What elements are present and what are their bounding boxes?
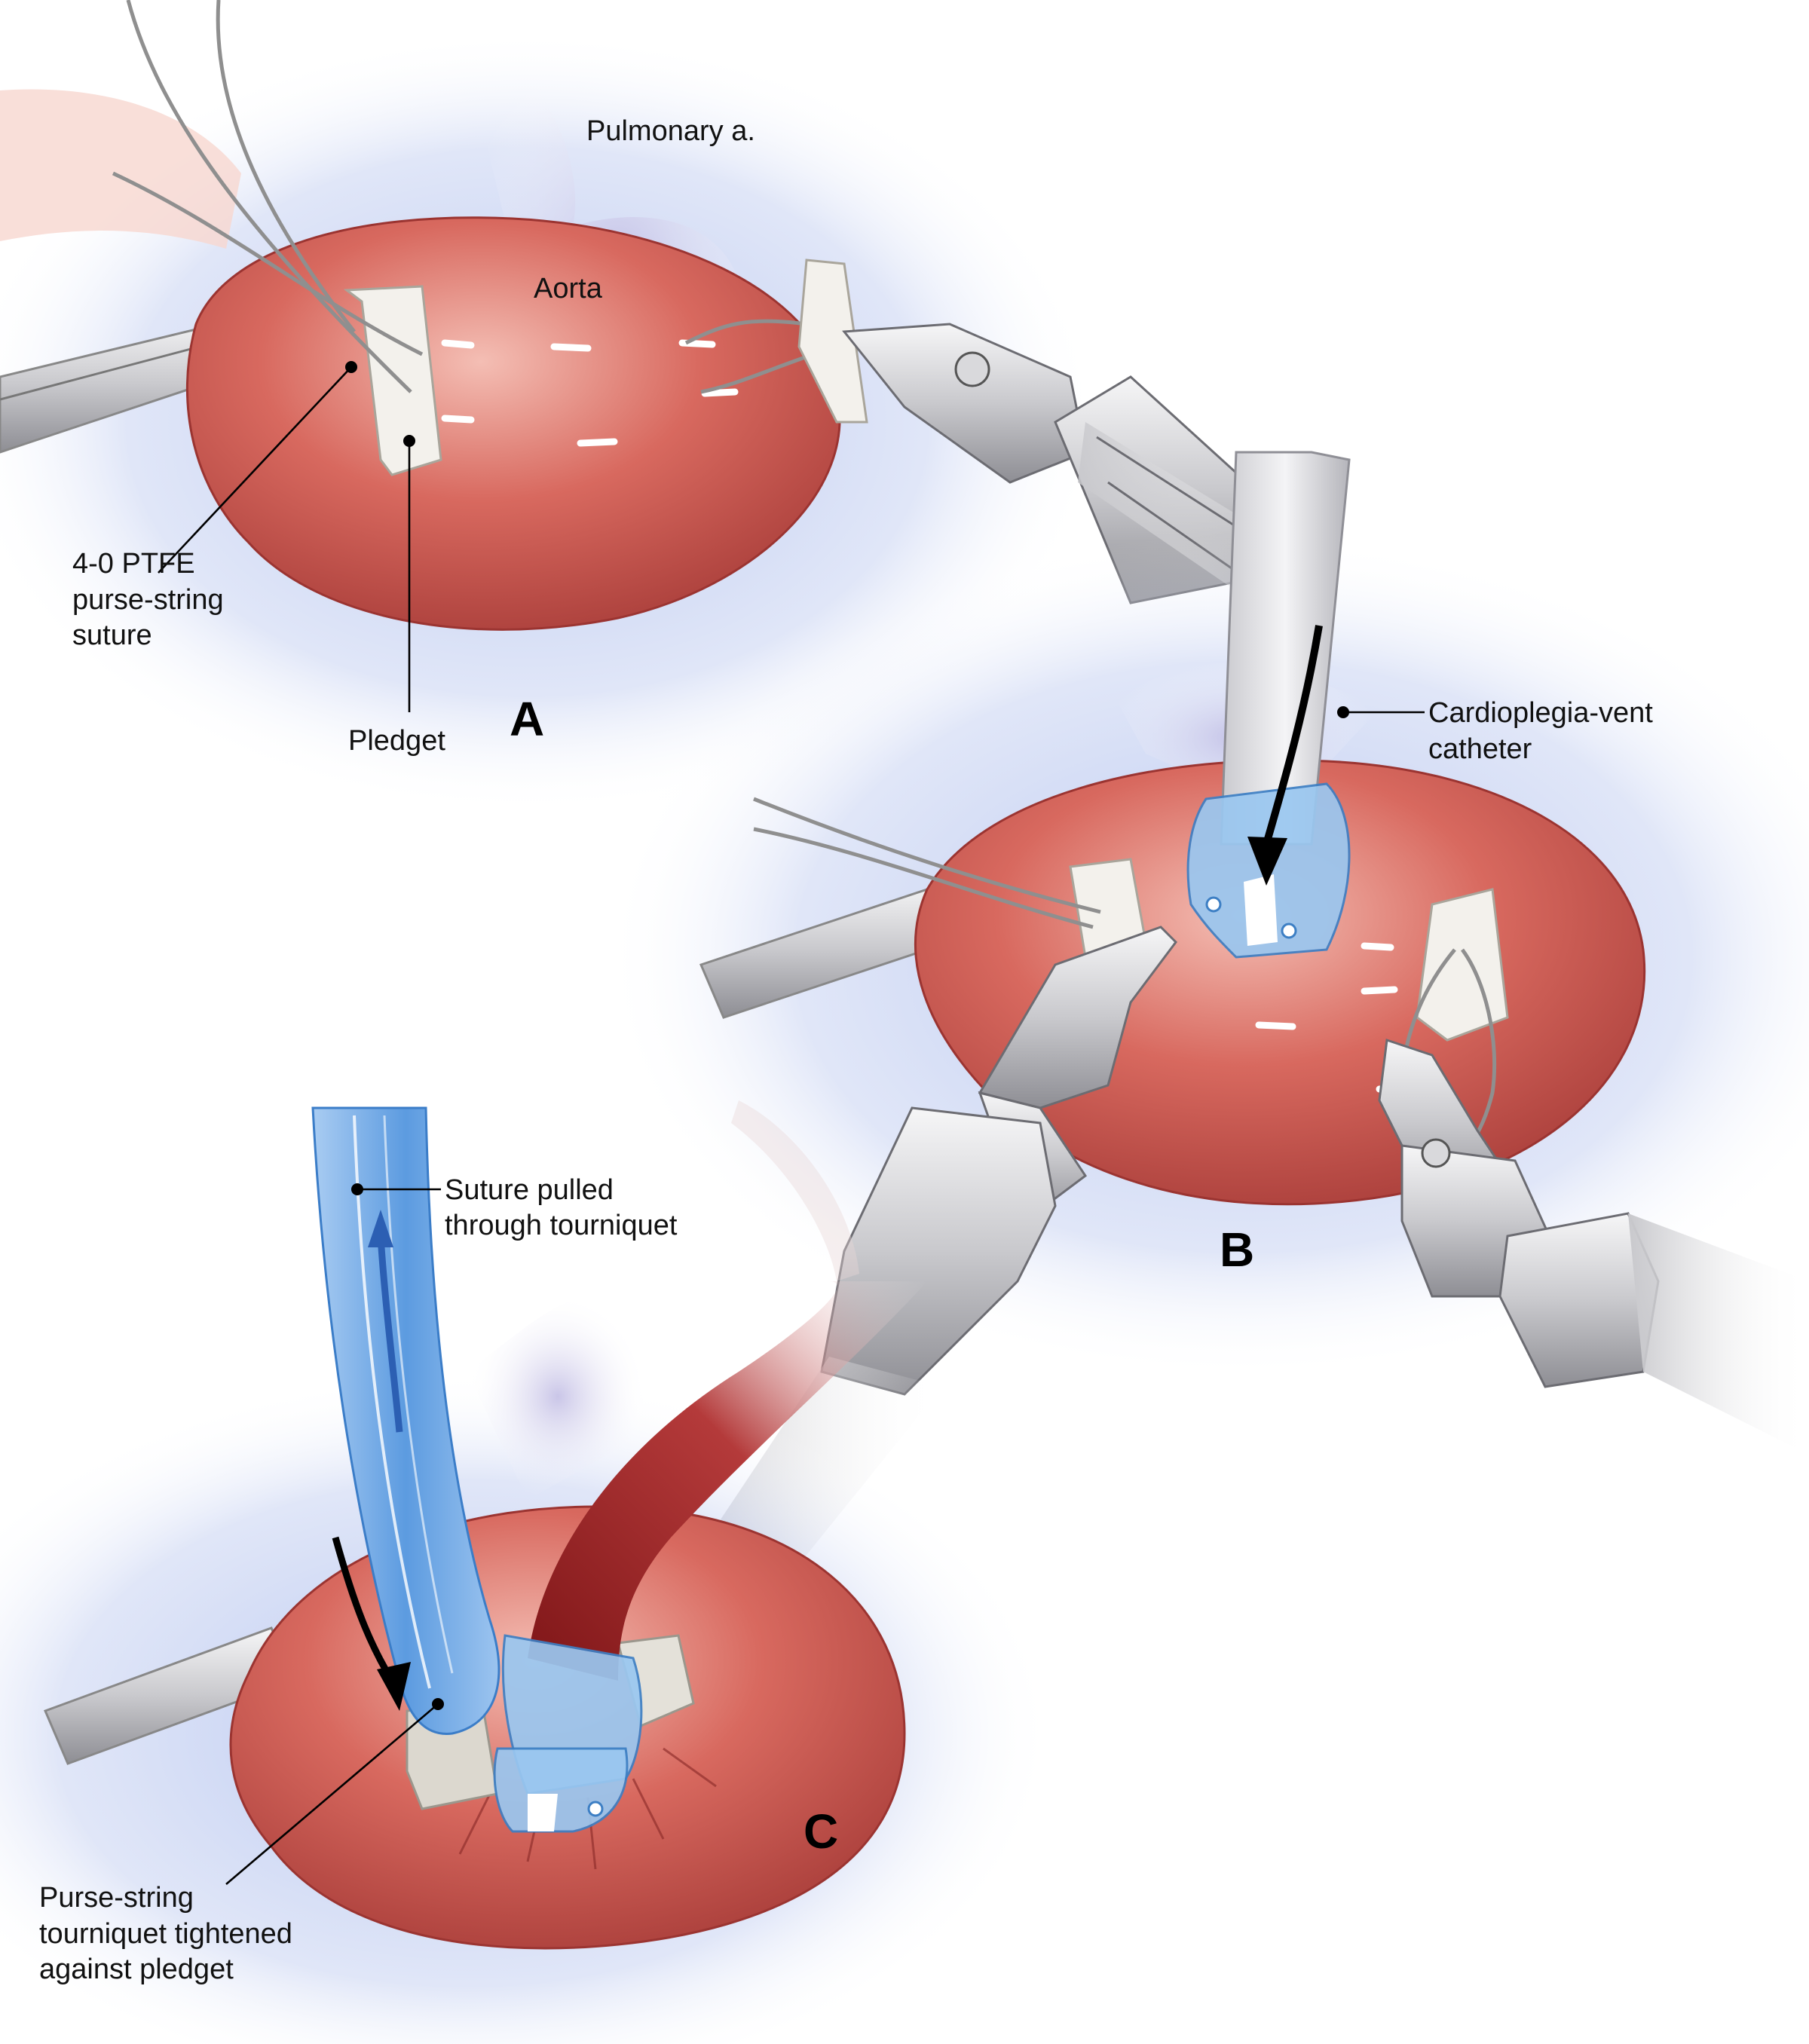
label-purse-string-line3: against pledget [39, 1954, 234, 1985]
leader-pledget [403, 435, 415, 712]
leader-purse-string [225, 1698, 444, 1885]
panel-label-b: B [1220, 1222, 1254, 1277]
label-pledget: Pledget [348, 725, 445, 757]
panel-b-illustration [603, 451, 1809, 1620]
panel-c-illustration [0, 1100, 1055, 2044]
label-ptfe-line2: purse-string [72, 584, 224, 616]
leader-cardioplegia [1337, 706, 1425, 718]
panel-label-c: C [803, 1804, 838, 1859]
label-suture-pulled-line1: Suture pulled [445, 1174, 614, 1206]
panel-label-a: A [510, 692, 544, 746]
label-ptfe-line1: 4-0 PTFE [72, 548, 195, 580]
label-pulmonary-artery: Pulmonary a. [586, 115, 755, 147]
label-purse-string-line1: Purse-string [39, 1882, 194, 1914]
label-aorta: Aorta [534, 273, 603, 304]
label-purse-string-line2: tourniquet tightened [39, 1918, 292, 1950]
label-cardioplegia-line2: catheter [1428, 733, 1532, 765]
label-cardioplegia-line1: Cardioplegia-vent [1428, 697, 1653, 729]
leader-suture-pulled [351, 1183, 441, 1195]
panel-a-illustration [0, 0, 1357, 814]
label-ptfe-line3: suture [72, 620, 152, 651]
leader-ptfe [158, 361, 357, 574]
label-suture-pulled-line2: through tourniquet [445, 1210, 678, 1241]
